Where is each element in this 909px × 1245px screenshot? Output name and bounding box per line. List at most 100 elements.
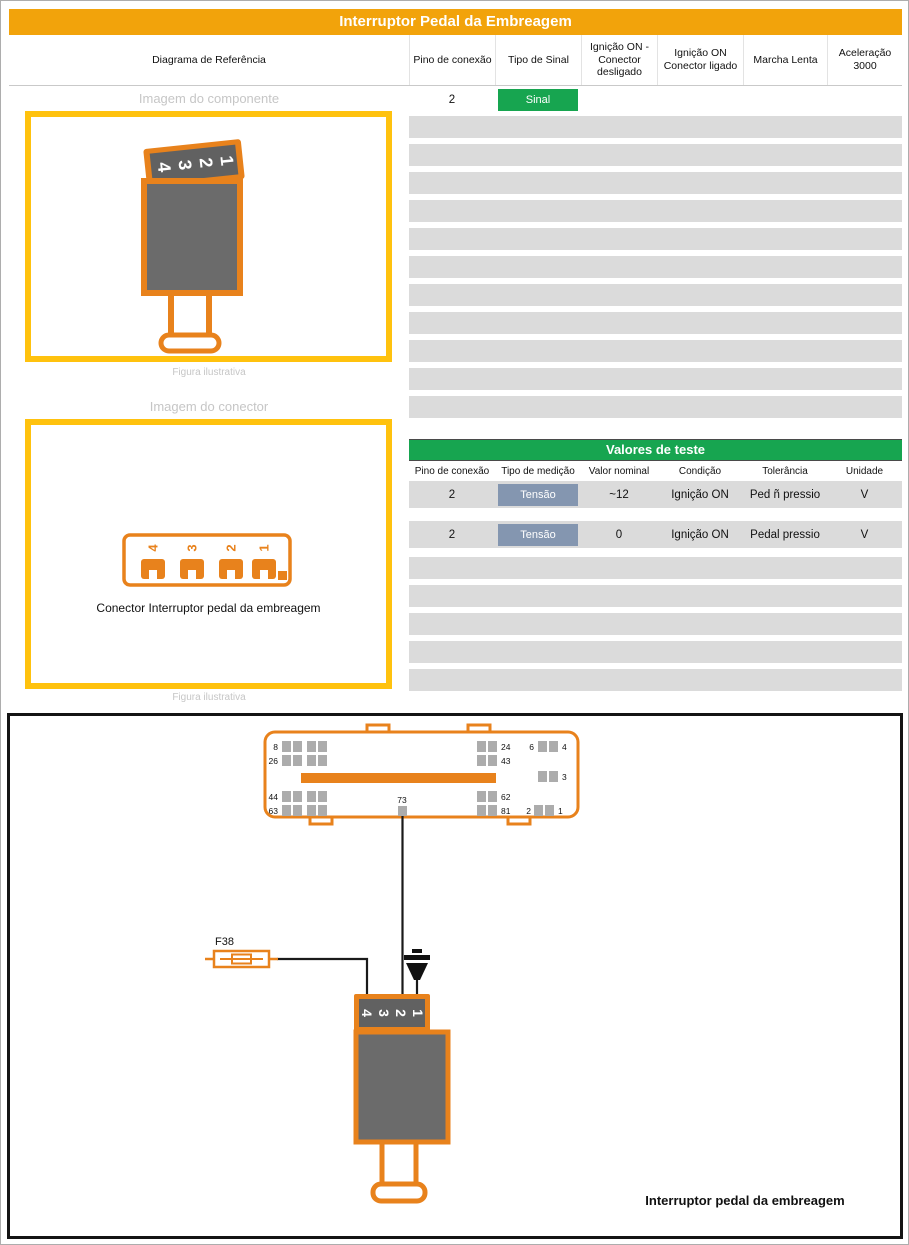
connector-caption: Figura ilustrativa [172,692,246,703]
empty-rows-top [409,116,902,418]
col-header-signal-type: Tipo de Sinal [495,35,581,85]
col-header-idle: Marcha Lenta [743,35,827,85]
component-plunger [158,332,222,354]
empty-row [409,256,902,278]
ecu-pin-labels: 8 26 44 63 24 43 6 4 3 62 81 2 1 73 [269,742,567,816]
pin-number: 4 [154,161,175,173]
empty-row [409,312,902,334]
measurement-type-badge: Tensão [498,483,578,506]
wiring-diagram: 8 26 44 63 24 43 6 4 3 62 81 2 1 73 [205,723,580,1204]
pin-number: 1 [216,155,237,167]
signal-badge: Sinal [498,89,578,111]
connector-image-frame: 4 3 2 1 Conector Interruptor pedal da em… [25,419,392,689]
switch-pin-numbers: 4 3 2 1 [359,1009,426,1017]
col-header-reference: Diagrama de Referência [152,53,266,66]
svg-text:24: 24 [501,742,511,752]
empty-row [409,585,902,607]
ecu-connector: 8 26 44 63 24 43 6 4 3 62 81 2 1 73 [263,723,580,826]
svg-text:2: 2 [224,544,239,551]
svg-text:3: 3 [185,544,200,551]
col-header-pin: Pino de conexão [409,35,495,85]
svg-text:3: 3 [376,1009,392,1017]
test-row-pin: 2 [448,528,456,541]
empty-row [409,172,902,194]
component-image-frame: 4 3 2 1 [25,111,392,362]
measurement-type-badge: Tensão [498,523,578,546]
test-col-nominal: Valor nominal [588,465,650,477]
component-caption: Figura ilustrativa [172,367,246,378]
empty-row [409,669,902,691]
component-pin-strip: 4 3 2 1 [143,139,245,189]
svg-text:44: 44 [269,792,279,802]
empty-rows-bottom [409,557,902,691]
svg-text:2: 2 [393,1009,409,1017]
col-header-accel: Aceleração 3000 [827,35,902,85]
svg-text:62: 62 [501,792,511,802]
svg-text:1: 1 [558,806,563,816]
test-values-title: Valores de teste [409,439,902,461]
svg-text:1: 1 [257,544,272,551]
switch-plunger [370,1181,428,1204]
connector-pins [141,559,287,580]
test-table-header: Pino de conexão Tipo de medição Valor no… [409,461,902,481]
switch-component: 4 3 2 1 [353,994,451,1204]
test-row-nominal: ~12 [609,488,629,501]
test-row-tolerance: Pedal pressio [750,528,820,541]
svg-text:4: 4 [562,742,567,752]
svg-text:6: 6 [529,742,534,752]
svg-text:63: 63 [269,806,279,816]
empty-row [409,144,902,166]
test-row-condition: Ignição ON [671,488,729,501]
svg-text:3: 3 [562,772,567,782]
test-row-condition: Ignição ON [671,528,729,541]
diagram-component-label: Interruptor pedal da embreagem [645,1193,845,1208]
test-row-unit: V [860,488,869,501]
svg-text:2: 2 [526,806,531,816]
reference-values-area: 2 Sinal Valores de teste Pino de conexão… [409,87,902,697]
col-header-ignition-disconnected: Ignição ON - Conector desligado [581,35,657,85]
test-row-unit: V [860,528,869,541]
ecu-key-bar [301,773,496,783]
fuse-label: F38 [215,936,234,948]
pin-number: 3 [175,159,196,171]
switch-stem [379,1139,419,1189]
svg-text:81: 81 [501,806,511,816]
empty-row [409,641,902,663]
empty-row [409,284,902,306]
fuse-symbol [205,949,278,969]
test-row: 2 Tensão ~12 Ignição ON Ped ñ pressio V [409,481,902,508]
svg-text:1: 1 [410,1009,426,1017]
connector-image-title: Imagem do conector [149,399,269,414]
connector-outline [122,533,292,587]
test-row-tolerance: Ped ñ pressio [749,488,821,501]
empty-row [409,396,902,418]
col-header-ignition-connected: Ignição ON Conector ligado [657,35,743,85]
signal-row: 2 Sinal [409,87,902,113]
empty-row [409,116,902,138]
svg-text:26: 26 [269,756,279,766]
empty-row [409,613,902,635]
empty-row [409,200,902,222]
test-row: 2 Tensão 0 Ignição ON Pedal pressio V [409,521,902,548]
svg-text:4: 4 [146,544,161,552]
test-col-pin: Pino de conexão [414,465,490,477]
page-title: Interruptor Pedal da Embreagem [9,9,902,35]
wiring-diagram-box: 8 26 44 63 24 43 6 4 3 62 81 2 1 73 [7,713,903,1239]
test-col-tolerance: Tolerância [762,465,808,477]
test-row-pin: 2 [448,488,456,501]
empty-row [409,228,902,250]
test-row-nominal: 0 [615,528,623,541]
test-col-unit: Unidade [845,465,884,477]
component-illustration: 4 3 2 1 [141,139,245,354]
svg-text:8: 8 [273,742,278,752]
ground-icon [404,949,430,980]
test-col-type: Tipo de medição [501,465,575,477]
svg-text:43: 43 [501,756,511,766]
component-image-title: Imagem do componente [138,91,280,106]
test-col-condition: Condição [678,465,722,477]
pin-number: 2 [195,157,216,169]
connector-illustration: 4 3 2 1 [122,533,292,587]
svg-text:73: 73 [397,795,407,805]
switch-body [353,1029,451,1145]
